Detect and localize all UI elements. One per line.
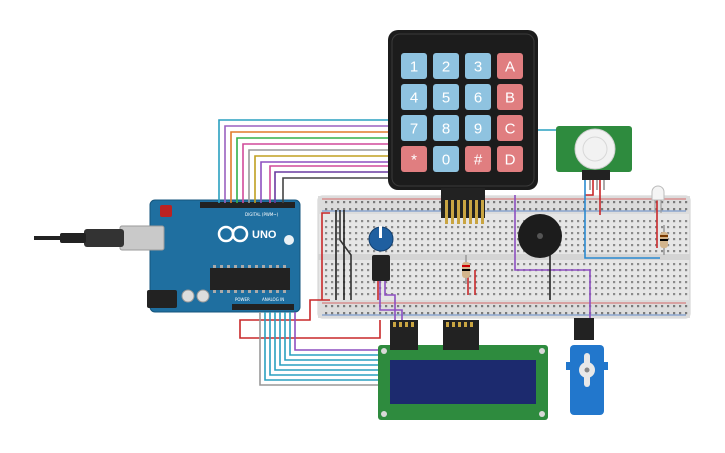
keypad-key-D[interactable]: D	[497, 146, 523, 172]
resistor[interactable]	[660, 225, 668, 255]
keypad-key-#[interactable]: #	[465, 146, 491, 172]
keypad-key-8[interactable]: 8	[433, 115, 459, 141]
keypad-key-label: B	[505, 90, 515, 107]
arduino-uno[interactable]: UNO DIGITAL (PWM~) POWER ANALOG IN	[119, 199, 301, 313]
lcd-screen	[390, 360, 536, 404]
resistor[interactable]	[462, 255, 470, 284]
keypad-key-6[interactable]: 6	[465, 84, 491, 110]
keypad-key-label: 4	[410, 90, 418, 107]
keypad-key-label: 5	[442, 90, 450, 107]
keypad-key-label: 1	[410, 59, 418, 76]
usb-port	[119, 225, 165, 251]
piezo-buzzer[interactable]	[518, 214, 562, 258]
keypad-key-label: #	[474, 152, 483, 169]
keypad-key-*[interactable]: *	[401, 146, 427, 172]
keypad-key-0[interactable]: 0	[433, 146, 459, 172]
keypad-key-label: C	[505, 121, 516, 138]
keypad-key-5[interactable]: 5	[433, 84, 459, 110]
breadboard[interactable]	[317, 195, 691, 319]
keypad-key-label: 0	[442, 152, 450, 169]
keypad-key-label: 7	[410, 121, 418, 138]
keypad-key-3[interactable]: 3	[465, 53, 491, 79]
digital-header[interactable]	[200, 202, 295, 208]
power-jack	[147, 290, 177, 308]
reset-button[interactable]	[160, 205, 172, 217]
capacitor-icon	[196, 289, 210, 303]
keypad-4x4[interactable]: 1 2 3 A 4 5 6 B 7 8 9 C * 0 # D	[388, 30, 538, 224]
keypad-key-2[interactable]: 2	[433, 53, 459, 79]
keypad-key-label: 6	[474, 90, 482, 107]
keypad-key-4[interactable]: 4	[401, 84, 427, 110]
usb-cable[interactable]	[34, 229, 124, 247]
pir-sensor[interactable]	[556, 126, 632, 190]
led[interactable]	[651, 185, 665, 213]
keypad-key-1[interactable]: 1	[401, 53, 427, 79]
power-label: POWER	[235, 297, 250, 302]
keypad-key-label: 8	[442, 121, 450, 138]
potentiometer[interactable]	[368, 226, 394, 281]
arduino-logo-icon	[217, 225, 249, 243]
lcd-16x2[interactable]	[378, 320, 548, 420]
keypad-key-7[interactable]: 7	[401, 115, 427, 141]
keypad-key-label: *	[411, 152, 417, 169]
keypad-key-label: 3	[474, 59, 482, 76]
analog-label: ANALOG IN	[262, 297, 284, 302]
arduino-model-label: UNO	[252, 229, 277, 241]
keypad-key-A[interactable]: A	[497, 53, 523, 79]
analog-header[interactable]	[232, 304, 294, 310]
keypad-key-label: A	[505, 59, 515, 76]
keypad-key-C[interactable]: C	[497, 115, 523, 141]
keypad-key-B[interactable]: B	[497, 84, 523, 110]
servo-motor[interactable]	[566, 318, 608, 415]
atmega-chip	[210, 268, 290, 290]
keypad-key-label: 2	[442, 59, 450, 76]
keypad-key-label: D	[505, 152, 516, 169]
keypad-key-9[interactable]: 9	[465, 115, 491, 141]
digital-label: DIGITAL (PWM~)	[245, 212, 279, 217]
keypad-key-label: 9	[474, 121, 482, 138]
capacitor-icon	[181, 289, 195, 303]
keypad-wires[interactable]	[218, 119, 395, 203]
